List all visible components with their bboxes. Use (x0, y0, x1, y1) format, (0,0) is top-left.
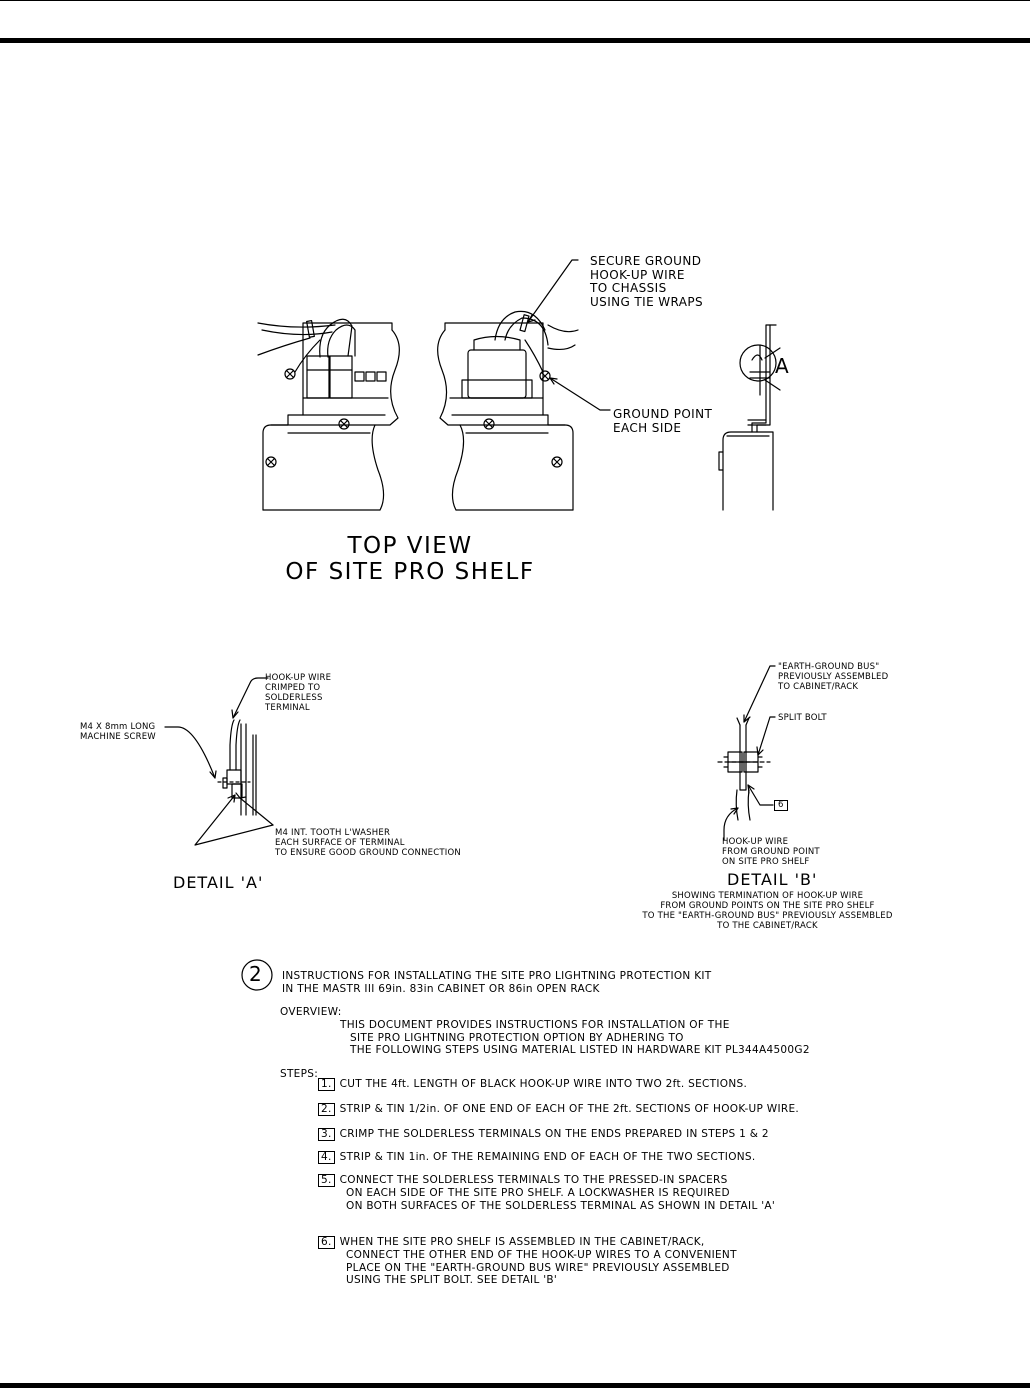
step-3: 3.CRIMP THE SOLDERLESS TERMINALS ON THE … (318, 1128, 769, 1141)
step-number: 1. (318, 1078, 335, 1091)
secure-ground-callout: SECURE GROUND HOOK-UP WIRE TO CHASSIS US… (590, 254, 704, 309)
detail-b-step-ref: 6 (774, 800, 788, 811)
step-number: 4. (318, 1151, 335, 1164)
instruction-number-circle (241, 959, 273, 991)
steps-label: STEPS: (280, 1068, 319, 1080)
detail-a-hookup-label: HOOK-UP WIRE CRIMPED TO SOLDERLESS TERMI… (265, 673, 332, 713)
step-6: 6.WHEN THE SITE PRO SHELF IS ASSEMBLED I… (318, 1236, 737, 1287)
top-view-left-shelf (257, 318, 400, 511)
detail-b-bolt-label: SPLIT BOLT (778, 713, 827, 723)
detail-b-drawing (717, 665, 776, 841)
detail-a-title: DETAIL 'A' (173, 873, 264, 892)
step-5: 5.CONNECT THE SOLDERLESS TERMINALS TO TH… (318, 1174, 775, 1212)
top-view-title: TOP VIEW OF SITE PRO SHELF (285, 533, 535, 585)
instruction-number: 2 (249, 962, 262, 986)
detail-a-screw-label: M4 X 8mm LONG MACHINE SCREW (80, 722, 156, 742)
overview-text: THIS DOCUMENT PROVIDES INSTRUCTIONS FOR … (340, 1019, 810, 1056)
top-hairline (0, 0, 1030, 1)
top-view-right-shelf (437, 259, 611, 511)
header-rule (0, 38, 1030, 43)
detail-b-caption: SHOWING TERMINATION OF HOOK-UP WIRE FROM… (642, 891, 893, 931)
detail-b-hookup-label: HOOK-UP WIRE FROM GROUND POINT ON SITE P… (722, 837, 820, 867)
footer-rule (0, 1383, 1030, 1388)
detail-a-washer-label: M4 INT. TOOTH L'WASHER EACH SURFACE OF T… (275, 828, 461, 858)
step-number: 5. (318, 1174, 335, 1187)
detail-a-marker: A (775, 354, 789, 378)
detail-b-title: DETAIL 'B' (727, 870, 818, 889)
step-number: 2. (318, 1103, 335, 1116)
step-number: 6. (318, 1236, 335, 1249)
overview-label: OVERVIEW: (280, 1006, 342, 1018)
side-view (718, 324, 781, 511)
detail-a-drawing (164, 677, 274, 846)
instructions-heading: INSTRUCTIONS FOR INSTALLATING THE SITE P… (282, 970, 712, 995)
step-number: 3. (318, 1128, 335, 1141)
ground-point-callout: GROUND POINT EACH SIDE (613, 407, 713, 435)
step-2: 2.STRIP & TIN 1/2in. OF ONE END OF EACH … (318, 1103, 799, 1116)
detail-b-bus-label: "EARTH-GROUND BUS" PREVIOUSLY ASSEMBLED … (778, 662, 889, 692)
step-1: 1.CUT THE 4ft. LENGTH OF BLACK HOOK-UP W… (318, 1078, 747, 1091)
step-4: 4.STRIP & TIN 1in. OF THE REMAINING END … (318, 1151, 756, 1164)
